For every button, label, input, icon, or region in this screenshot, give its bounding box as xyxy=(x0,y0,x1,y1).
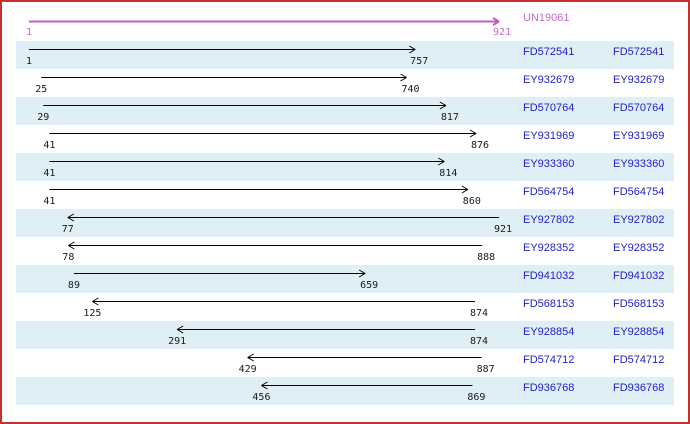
accession-link-secondary[interactable]: EY931969 xyxy=(613,130,665,142)
alignment-arrow-left xyxy=(261,381,473,390)
alignment-start-coordinate: 78 xyxy=(62,252,75,263)
alignment-end-coordinate: 874 xyxy=(469,308,489,319)
alignment-start-coordinate: 89 xyxy=(67,280,80,291)
accession-link[interactable]: FD936768 xyxy=(523,382,575,394)
accession-link[interactable]: EY931969 xyxy=(523,130,575,142)
accession-link[interactable]: FD941032 xyxy=(523,270,575,282)
alignment-end-coordinate: 817 xyxy=(440,112,459,123)
reference-arrow xyxy=(29,17,500,26)
alignment-row: 25 740 EY932679 EY932679 xyxy=(2,69,688,97)
alignment-arrow-left xyxy=(67,213,499,222)
accession-link-secondary[interactable]: EY933360 xyxy=(613,158,665,170)
row-stripe xyxy=(16,41,674,69)
row-stripe xyxy=(16,377,674,405)
alignment-arrow-right xyxy=(49,185,469,194)
alignment-end-coordinate: 876 xyxy=(470,140,490,151)
alignment-arrow-right xyxy=(49,157,445,166)
alignment-row: 41 860 FD564754 FD564754 xyxy=(2,181,688,209)
row-stripe xyxy=(16,97,674,125)
alignment-arrow-right xyxy=(43,101,447,110)
alignment-arrow-right xyxy=(41,73,407,82)
alignment-arrow-right xyxy=(29,45,416,54)
alignment-start-coordinate: 429 xyxy=(238,364,257,375)
alignment-row: 291 874 EY928854 EY928854 xyxy=(2,321,688,349)
accession-link[interactable]: FD570764 xyxy=(523,102,575,114)
row-stripe xyxy=(16,265,674,293)
alignment-row: 77 921 EY927802 EY927802 xyxy=(2,209,688,237)
accession-link-secondary[interactable]: FD570764 xyxy=(613,102,665,114)
alignment-arrow-right xyxy=(73,269,366,278)
accession-link[interactable]: EY927802 xyxy=(523,214,575,226)
accession-link[interactable]: EY932679 xyxy=(523,74,575,86)
reference-label: UN19061 xyxy=(523,12,570,24)
alignment-start-coordinate: 25 xyxy=(35,84,48,95)
row-stripe xyxy=(16,209,674,237)
alignment-row: 29 817 FD570764 FD570764 xyxy=(2,97,688,125)
alignment-end-coordinate: 659 xyxy=(360,280,379,291)
alignment-row: 456 869 FD936768 FD936768 xyxy=(2,377,688,405)
alignment-row: 125 874 FD568153 FD568153 xyxy=(2,293,688,321)
alignment-row: 78 888 EY928352 EY928352 xyxy=(2,237,688,265)
accession-link-secondary[interactable]: EY932679 xyxy=(613,74,665,86)
alignment-start-coordinate: 125 xyxy=(83,308,102,319)
accession-link-secondary[interactable]: FD572541 xyxy=(613,46,665,58)
accession-link-secondary[interactable]: FD941032 xyxy=(613,270,665,282)
alignment-end-coordinate: 888 xyxy=(477,252,496,263)
accession-link-secondary[interactable]: EY928854 xyxy=(613,326,665,338)
alignment-end-coordinate: 814 xyxy=(439,168,458,179)
alignment-end-coordinate: 869 xyxy=(467,392,486,403)
alignment-start-coordinate: 1 xyxy=(25,56,33,67)
accession-link-secondary[interactable]: FD574712 xyxy=(613,354,665,366)
accession-link[interactable]: FD568153 xyxy=(523,298,575,310)
reference-start-coordinate: 1 xyxy=(25,27,33,38)
row-stripe xyxy=(16,321,674,349)
alignment-start-coordinate: 41 xyxy=(43,168,56,179)
accession-link-secondary[interactable]: FD564754 xyxy=(613,186,665,198)
alignment-end-coordinate: 757 xyxy=(410,56,429,67)
alignment-row: 89 659 FD941032 FD941032 xyxy=(2,265,688,293)
accession-link-secondary[interactable]: EY927802 xyxy=(613,214,665,226)
alignment-arrow-left xyxy=(176,325,475,334)
reference-end-coordinate: 921 xyxy=(492,27,512,38)
reference-track: UN19061 1 921 xyxy=(2,2,688,41)
accession-link[interactable]: EY933360 xyxy=(523,158,575,170)
accession-link[interactable]: FD572541 xyxy=(523,46,575,58)
alignment-end-coordinate: 887 xyxy=(476,364,495,375)
accession-link-secondary[interactable]: EY928352 xyxy=(613,242,665,254)
accession-link[interactable]: FD574712 xyxy=(523,354,575,366)
alignment-start-coordinate: 41 xyxy=(43,196,56,207)
alignment-end-coordinate: 921 xyxy=(493,224,513,235)
accession-link-secondary[interactable]: FD936768 xyxy=(613,382,665,394)
alignment-end-coordinate: 860 xyxy=(462,196,481,207)
alignment-row: 429 887 FD574712 FD574712 xyxy=(2,349,688,377)
alignment-arrow-right xyxy=(49,129,477,138)
alignment-start-coordinate: 29 xyxy=(37,112,50,123)
alignment-start-coordinate: 291 xyxy=(168,336,187,347)
alignment-arrow-left xyxy=(92,297,475,306)
alignment-arrow-left xyxy=(68,241,483,250)
alignment-row: 41 876 EY931969 EY931969 xyxy=(2,125,688,153)
accession-link[interactable]: EY928352 xyxy=(523,242,575,254)
alignment-row: 1 757 FD572541 FD572541 xyxy=(2,41,688,69)
alignment-rows: 1 757 FD572541 FD572541 25 740 EY932679 EY93267… xyxy=(2,41,688,405)
row-stripe xyxy=(16,153,674,181)
alignment-row: 41 814 EY933360 EY933360 xyxy=(2,153,688,181)
alignment-start-coordinate: 41 xyxy=(43,140,56,151)
accession-link[interactable]: FD564754 xyxy=(523,186,575,198)
alignment-start-coordinate: 456 xyxy=(252,392,271,403)
alignment-end-coordinate: 740 xyxy=(401,84,420,95)
alignment-start-coordinate: 77 xyxy=(61,224,74,235)
alignment-arrow-left xyxy=(247,353,482,362)
alignment-end-coordinate: 874 xyxy=(469,336,489,347)
accession-link-secondary[interactable]: FD568153 xyxy=(613,298,665,310)
accession-link[interactable]: EY928854 xyxy=(523,326,575,338)
